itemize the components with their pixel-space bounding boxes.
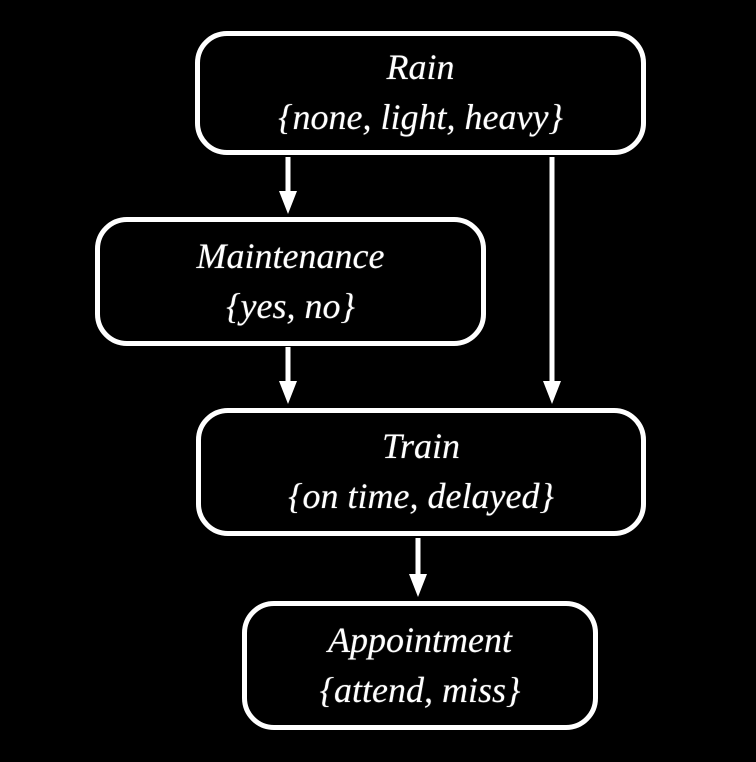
- node-label: Appointment: [328, 619, 512, 660]
- node-domain: {attend, miss}: [319, 669, 521, 710]
- node-domain: {on time, delayed}: [288, 476, 554, 516]
- node-domain: {none, light, heavy}: [278, 97, 563, 137]
- edge-rain-maintenance: [279, 157, 297, 214]
- edge-train-appointment: [409, 538, 427, 597]
- edge-maintenance-train: [279, 347, 297, 404]
- arrowhead: [543, 381, 561, 404]
- node-label: Train: [381, 426, 461, 467]
- arrowhead: [279, 191, 297, 214]
- node-rain: Rain {none, light, heavy}: [195, 31, 646, 155]
- arrowhead: [279, 381, 297, 404]
- node-maintenance: Maintenance {yes, no}: [95, 217, 486, 346]
- node-domain: {yes, no}: [226, 285, 355, 326]
- edge-rain-train: [543, 157, 561, 404]
- node-label: Rain: [386, 47, 455, 88]
- node-appointment: Appointment {attend, miss}: [242, 601, 598, 730]
- node-train: Train {on time, delayed}: [196, 408, 646, 536]
- arrowhead: [409, 574, 427, 597]
- node-label: Maintenance: [196, 235, 385, 276]
